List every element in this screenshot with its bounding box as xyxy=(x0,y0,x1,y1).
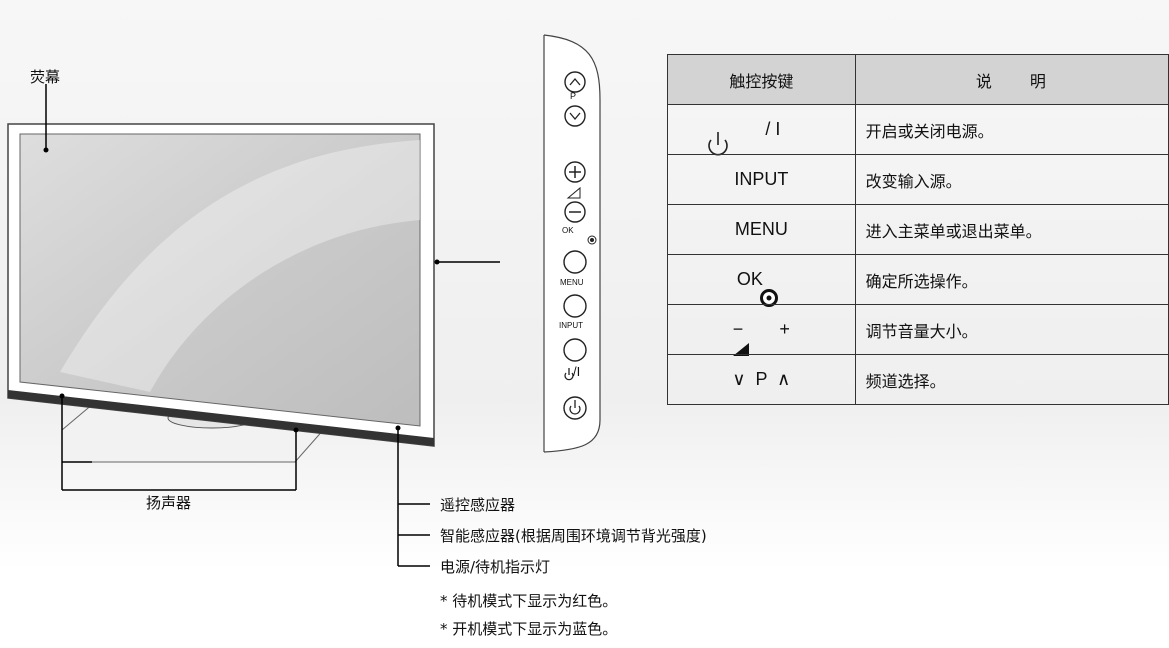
header-key: 触控按键 xyxy=(667,54,856,105)
key-input: INPUT xyxy=(667,154,856,205)
desc-ok: 确定所选操作。 xyxy=(854,254,1169,305)
touch-key-table: 触控按键 说 明 / I 开启或关闭电源。 INPUT 改变输入源。 MENU … xyxy=(667,54,1169,405)
desc-menu: 进入主菜单或退出菜单。 xyxy=(854,204,1169,255)
screen-label: 荧幕 xyxy=(30,68,61,86)
desc-power: 开启或关闭电源。 xyxy=(854,104,1169,155)
speaker-label: 扬声器 xyxy=(146,494,192,512)
table-row: / I 开启或关闭电源。 xyxy=(667,104,1169,155)
table-row: ∨ P ∧ 频道选择。 xyxy=(667,354,1169,405)
desc-volume: 调节音量大小。 xyxy=(854,304,1169,355)
desc-channel: 频道选择。 xyxy=(854,354,1169,405)
key-power: / I xyxy=(667,104,856,155)
panel-input-label: INPUT xyxy=(559,321,583,330)
smart-sensor-label: 智能感应器(根据周围环境调节背光强度) xyxy=(440,527,707,545)
volume-plus: + xyxy=(779,319,790,339)
panel-power-label: /I xyxy=(573,364,581,379)
table-row: OK 确定所选操作。 xyxy=(667,254,1169,305)
tv-screen xyxy=(19,133,421,427)
panel-menu-label: MENU xyxy=(560,278,584,287)
table-row: MENU 进入主菜单或退出菜单。 xyxy=(667,204,1169,255)
desc-input: 改变输入源。 xyxy=(854,154,1169,205)
key-ok: OK xyxy=(667,254,856,305)
table-row: INPUT 改变输入源。 xyxy=(667,154,1169,205)
key-volume: − + xyxy=(667,304,856,355)
panel-p-label: P xyxy=(570,91,577,101)
note-on: * 开机模式下显示为蓝色。 xyxy=(440,620,618,638)
note-standby: * 待机模式下显示为红色。 xyxy=(440,592,618,610)
panel-ok-label: OK xyxy=(562,226,574,235)
table-row: − + 调节音量大小。 xyxy=(667,304,1169,355)
power-indicator-label: 电源/待机指示灯 xyxy=(440,558,551,576)
key-menu: MENU xyxy=(667,204,856,255)
remote-sensor-label: 遥控感应器 xyxy=(440,496,516,514)
volume-minus: − xyxy=(732,319,744,339)
table-header-row: 触控按键 说 明 xyxy=(667,54,1169,105)
header-desc: 说 明 xyxy=(854,54,1169,105)
key-channel: ∨ P ∧ xyxy=(667,354,856,405)
